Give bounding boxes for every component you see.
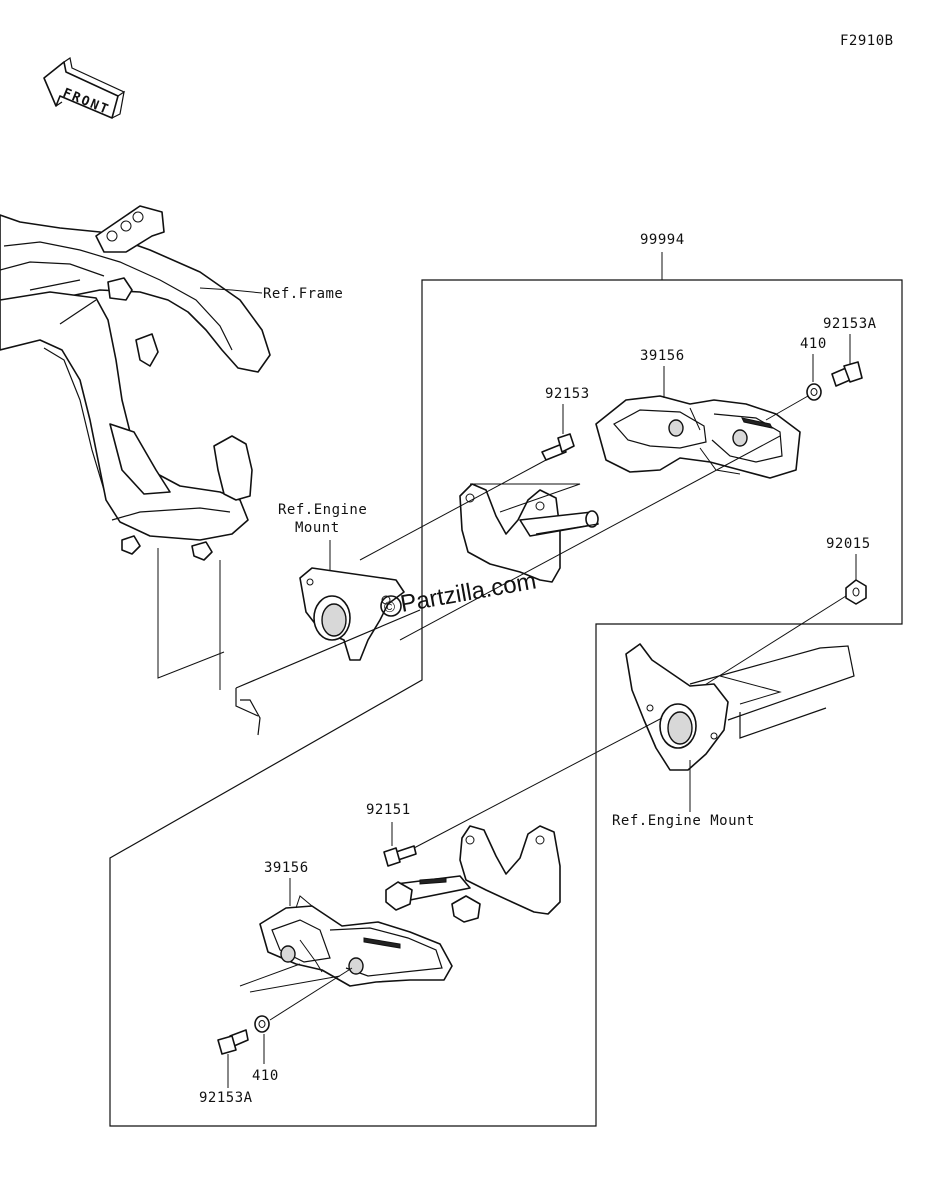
- frame-illustration: [0, 205, 271, 561]
- watermark-symbol: ©: [384, 599, 395, 616]
- bolt-92151: [383, 845, 417, 867]
- ref-engine-mount-upper-line1: Ref.Engine: [278, 502, 367, 518]
- frame-slider-lower: [239, 895, 453, 993]
- slider-lower-label: 39156: [264, 860, 309, 876]
- slider-bracket-lower: [385, 825, 561, 923]
- bolt-lower-left-label: 92153A: [199, 1090, 253, 1106]
- watermark-text: Partzilla.com: [398, 567, 538, 617]
- washer-upper: [806, 383, 822, 401]
- frame-slider-upper: [595, 395, 801, 479]
- ref-engine-mount-upper-line2: Mount: [295, 520, 340, 536]
- slider-bracket-upper: [459, 483, 599, 583]
- bolt-92153A-lower: [217, 1029, 249, 1055]
- nut-label: 92015: [826, 536, 871, 552]
- bolt-lower-label: 92151: [366, 802, 411, 818]
- washer-lower-label: 410: [252, 1068, 279, 1084]
- ref-frame-label: Ref.Frame: [263, 286, 343, 302]
- washer-lower: [254, 1015, 270, 1033]
- front-arrow-icon: FRONT: [43, 57, 126, 119]
- watermark: © Partzilla.com: [380, 567, 538, 618]
- kit-box-outline: [109, 252, 903, 1127]
- nut-92015: [845, 579, 867, 605]
- bolt-92153A-upper: [831, 361, 863, 387]
- bolt-92153: [541, 433, 575, 461]
- slider-upper-label: 39156: [640, 348, 685, 364]
- engine-mount-upper: [235, 567, 421, 736]
- kit-number-label: 99994: [640, 232, 685, 248]
- ref-engine-mount-lower-label: Ref.Engine Mount: [612, 813, 755, 829]
- diagram-code: F2910B: [840, 33, 894, 49]
- bolt-upper-right-label: 92153A: [823, 316, 877, 332]
- bolt-upper-label: 92153: [545, 386, 590, 402]
- washer-upper-label: 410: [800, 336, 827, 352]
- engine-mount-lower: [625, 643, 855, 771]
